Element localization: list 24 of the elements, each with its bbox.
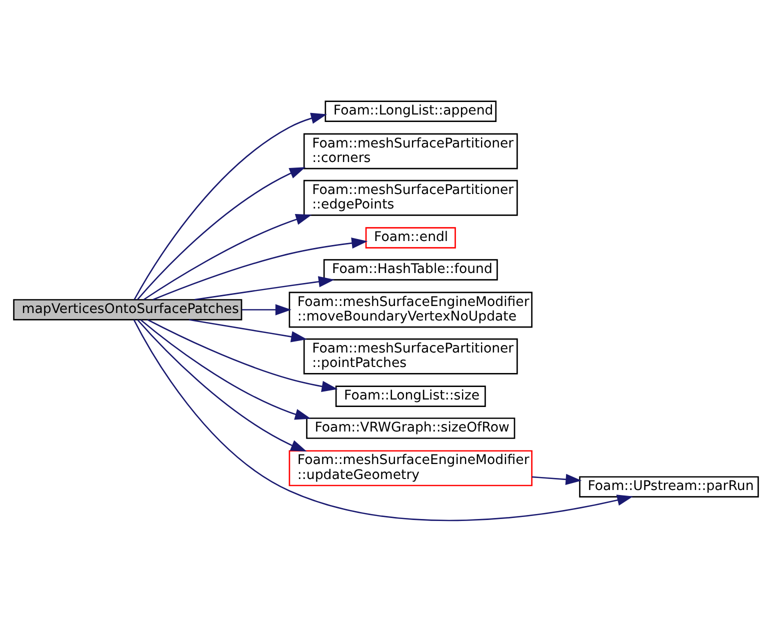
arrow <box>133 319 634 521</box>
arrow <box>194 276 335 300</box>
arrow <box>137 167 306 300</box>
node-box: Foam::meshSurfaceEngineModifier ::moveBoundaryVertexNoUpdate <box>288 292 532 328</box>
arrow <box>134 112 327 300</box>
node-box: Foam::endl <box>365 227 456 248</box>
arrow <box>140 319 312 420</box>
node-box: mapVerticesOntoSurfacePatches <box>13 299 242 320</box>
node-box: Foam::meshSurfacePartitioner ::pointPatches <box>303 338 518 374</box>
node-box: Foam::meshSurfaceEngineModifier ::updateGeometry <box>288 450 532 486</box>
node-box: Foam::VRWGraph::sizeOfRow <box>306 418 516 439</box>
arrow <box>147 319 338 392</box>
arrow <box>137 319 307 452</box>
node-box: Foam::LongList::size <box>335 386 486 407</box>
arrow <box>189 319 308 342</box>
node-box: Foam::LongList::append <box>324 100 497 122</box>
node-box: Foam::UPstream::parRun <box>579 476 759 498</box>
arrow <box>143 214 312 300</box>
arrow <box>532 474 582 485</box>
arrow <box>242 304 292 316</box>
arrow <box>152 238 368 300</box>
node-box: Foam::HashTable::found <box>323 259 498 280</box>
node-box: Foam::meshSurfacePartitioner ::corners <box>303 133 518 170</box>
node-box: Foam::meshSurfacePartitioner ::edgePoints <box>303 180 518 216</box>
